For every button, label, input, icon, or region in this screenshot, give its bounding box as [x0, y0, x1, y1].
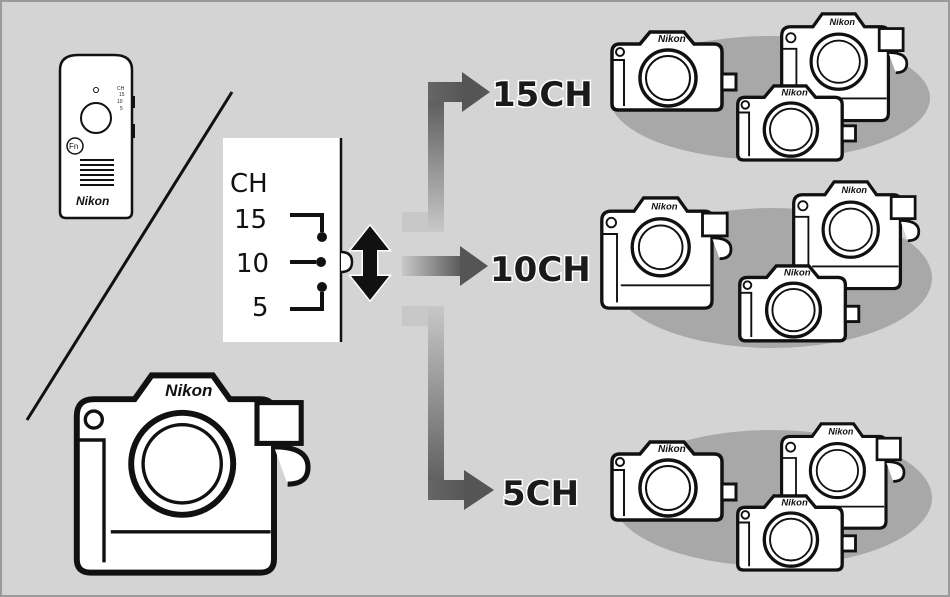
switch-label-15: 15: [234, 205, 267, 235]
camera-5ch-1: Nikon: [610, 440, 738, 522]
remote-mini-5: 5: [120, 106, 123, 112]
remote-fn-label: Fn: [69, 142, 78, 151]
remote-fn-button: [66, 137, 84, 155]
switch-detent-marks: [290, 213, 324, 311]
output-label-5ch: 5CH: [502, 474, 579, 514]
camera-brand-label: Nikon: [830, 17, 856, 27]
diagonal-divider: [25, 91, 234, 421]
switch-title: CH: [230, 169, 268, 199]
camera-10ch-3: Nikon: [738, 264, 861, 343]
camera-brand-label: Nikon: [651, 201, 678, 212]
arrow-head-5ch: [464, 470, 494, 510]
switch-knob: [340, 250, 354, 274]
branch-arrows: [402, 72, 494, 510]
arrow-bottom-stem: [428, 306, 444, 500]
camera-brand-label: Nikon: [828, 427, 854, 437]
switch-dot-5: [317, 282, 327, 292]
camera-brand-label: Nikon: [784, 268, 811, 279]
camera-brand-label: Nikon: [658, 34, 686, 45]
camera-brand-label: Nikon: [842, 185, 868, 195]
arrow-mid-stem: [402, 256, 464, 276]
camera-15ch-3: Nikon: [736, 84, 857, 162]
arrow-top-stem: [428, 90, 444, 232]
switch-updown-arrow-icon: [347, 223, 393, 303]
switch-label-5: 5: [252, 293, 269, 323]
remote-speaker-grille: [80, 159, 114, 186]
camera-5ch-3: Nikon: [736, 494, 857, 572]
switch-dot-15: [317, 232, 327, 242]
camera-brand-label: Nikon: [165, 381, 212, 400]
remote-mini-ch: CH: [117, 86, 125, 92]
camera-master: Nikon: [73, 372, 311, 576]
arrow-head-15ch: [462, 72, 490, 112]
remote-mini-15: 15: [119, 92, 125, 98]
remote-shutter-button: [80, 102, 112, 134]
output-label-15ch: 15CH: [492, 75, 593, 115]
switch-dot-10: [316, 257, 326, 267]
camera-layer: NikonNikonNikonNikonNikonNikonNikonNikon…: [73, 12, 921, 576]
remote-mini-10: 10: [117, 99, 123, 105]
arrow-head-10ch: [460, 246, 488, 286]
camera-brand-label: Nikon: [781, 87, 808, 98]
channel-switch-panel: CH 15 10 5: [223, 138, 393, 342]
camera-brand-label: Nikon: [781, 497, 808, 508]
camera-10ch-1: Nikon: [600, 196, 733, 310]
camera-brand-label: Nikon: [658, 444, 686, 455]
output-label-10ch: 10CH: [490, 250, 591, 290]
remote-brand-logo: Nikon: [76, 194, 109, 208]
camera-15ch-1: Nikon: [610, 30, 738, 112]
wireless-remote: Fn Nikon CH 15 10 5: [58, 53, 135, 220]
switch-label-10: 10: [236, 249, 269, 279]
